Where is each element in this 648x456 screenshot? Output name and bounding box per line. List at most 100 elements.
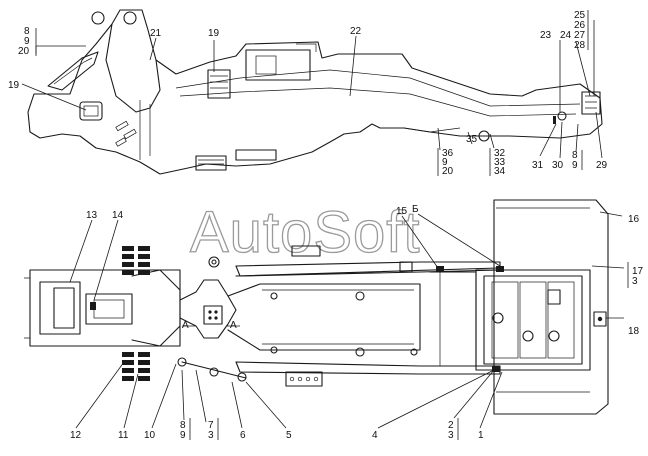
bolt-1	[492, 366, 500, 372]
platform-cell-1	[491, 281, 519, 359]
callout-28: 28	[574, 40, 586, 51]
bolt-b	[496, 266, 504, 272]
lower-crossmember-ribs	[198, 159, 224, 165]
callout-23: 23	[540, 30, 552, 41]
lower-support	[235, 149, 277, 161]
callout-a-left: A	[182, 320, 189, 331]
callout-30: 30	[552, 160, 564, 171]
lower-crossmember	[195, 155, 227, 171]
upper-diagonal-rail	[235, 267, 499, 277]
rear-bolt	[553, 116, 556, 124]
platform-connector	[429, 271, 477, 367]
platform-inner	[483, 275, 583, 365]
callouts: 8 9 20 21 19 22 19 23 24 25 26 27 28 36 …	[8, 10, 644, 441]
slot-3	[115, 137, 127, 147]
front-taper	[131, 269, 181, 347]
strip-detail	[53, 57, 93, 85]
rear-platform-16	[493, 199, 609, 415]
strip-plate	[47, 51, 99, 91]
platform-hole-3	[548, 330, 560, 342]
cab-mount-tab	[296, 43, 317, 52]
bolt-15	[436, 266, 444, 272]
callout-24: 24	[560, 30, 572, 41]
callout-4: 4	[372, 430, 378, 441]
bracket-upper	[291, 245, 321, 257]
bracket-hole	[91, 11, 105, 25]
bracket-hole-2	[123, 11, 137, 25]
bracket-21	[105, 23, 161, 113]
rear-bracket-ribs	[585, 95, 597, 109]
callout-19-left: 19	[8, 80, 20, 91]
platform-cell-3	[547, 281, 575, 359]
hole-left-inner	[211, 259, 217, 265]
engine-mount-inner	[53, 287, 75, 329]
link-rod	[181, 361, 247, 379]
callout-9-right: 9	[572, 160, 578, 171]
callout-33: 33	[494, 157, 506, 168]
bolt-cluster-lower	[122, 352, 150, 381]
watermark-text: AutoSoft	[190, 200, 420, 265]
platform-hole-1	[492, 312, 504, 324]
callout-7: 7	[208, 420, 214, 431]
cab-mount-box	[245, 49, 311, 81]
platform-edges	[496, 207, 590, 393]
rail-lower	[235, 361, 501, 375]
callout-9-top-left: 9	[24, 36, 30, 47]
callout-22: 22	[350, 26, 362, 37]
callout-3-right: 3	[632, 276, 638, 287]
lower-rail-detail	[403, 127, 461, 133]
rail-inner-edges	[262, 289, 414, 345]
callout-a-right: A	[230, 320, 237, 331]
tab-35-hole	[478, 130, 490, 142]
block-19-left	[79, 101, 103, 121]
frame-outline	[27, 9, 603, 175]
frame-side-view	[27, 9, 603, 175]
callout-3-bot2: 3	[448, 430, 454, 441]
callout-10: 10	[144, 430, 156, 441]
rod-end-mid	[209, 367, 219, 377]
callout-29: 29	[596, 160, 608, 171]
callout-20-top-left: 20	[18, 46, 30, 57]
platform-hole-2	[522, 330, 534, 342]
leader-lines	[21, 20, 625, 429]
callout-27: 27	[574, 30, 586, 41]
callout-31: 31	[532, 160, 544, 171]
slot-2	[123, 128, 137, 140]
front-block	[85, 293, 133, 325]
frame-plan-view	[24, 199, 609, 415]
callout-25: 25	[574, 10, 586, 21]
callout-12: 12	[70, 430, 82, 441]
pivot-center	[203, 305, 223, 325]
block-19-top	[207, 69, 231, 99]
callout-26: 26	[574, 20, 586, 31]
callout-18: 18	[628, 326, 640, 337]
platform-block	[547, 289, 561, 305]
hole-left-lower	[270, 346, 278, 354]
hole-right-lower	[410, 348, 418, 356]
callout-3-bot: 3	[208, 430, 214, 441]
callout-6: 6	[240, 430, 246, 441]
block-19-inner	[83, 105, 99, 117]
label-separators	[35, 10, 629, 440]
callout-14: 14	[112, 210, 124, 221]
callout-9-mid: 9	[442, 157, 448, 168]
frame-flange-line	[175, 69, 581, 107]
hole-left	[208, 256, 220, 268]
callout-19-top: 19	[208, 28, 220, 39]
callout-2: 2	[448, 420, 454, 431]
rail-inner	[227, 283, 421, 351]
callout-1: 1	[478, 430, 484, 441]
part-18	[593, 311, 607, 327]
callout-8-right: 8	[572, 150, 578, 161]
clamp-14	[90, 302, 96, 310]
platform-cell-2	[519, 281, 547, 359]
rear-hole	[557, 111, 567, 121]
callout-21: 21	[150, 28, 162, 39]
callout-8-bot: 8	[180, 420, 186, 431]
callout-15: 15	[396, 206, 408, 217]
joint-block	[399, 261, 413, 273]
callout-13: 13	[86, 210, 98, 221]
callout-16: 16	[628, 214, 640, 225]
